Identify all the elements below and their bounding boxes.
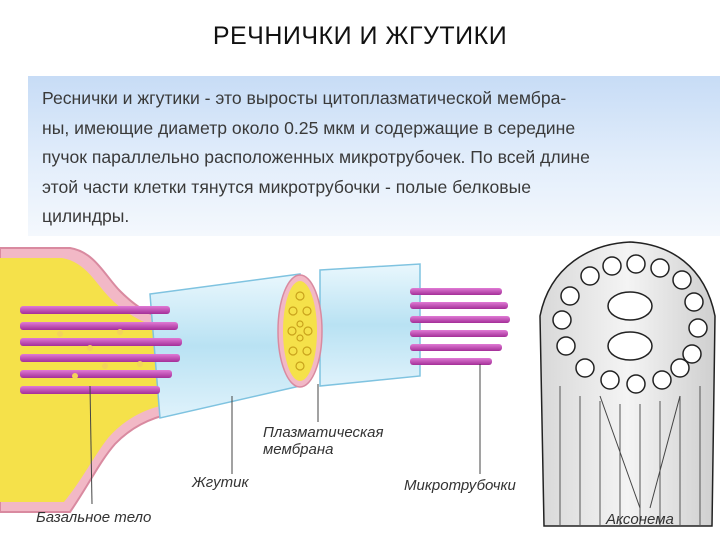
label-flagellum: Жгутик (192, 474, 249, 491)
axoneme-illustration (539, 241, 716, 527)
flagellum-illustration (0, 241, 716, 527)
label-axoneme: Аксонема (606, 511, 674, 528)
description-text: Реснички и жгутики - это выросты цитопла… (42, 84, 702, 232)
description-line: пучок параллельно расположенных микротру… (42, 147, 590, 167)
cross-section (277, 274, 323, 388)
slide-title: РЕЧНИЧКИ И ЖГУТИКИ (212, 22, 508, 50)
leader-lines (89, 364, 681, 509)
label-plasma-membrane-line1: Плазматическая (263, 424, 384, 441)
label-basal-body: Базальное тело (36, 509, 152, 526)
label-microtubules: Микротрубочки (404, 477, 516, 494)
description-line: Реснички и жгутики - это выросты цитопла… (42, 88, 567, 108)
description-box: Реснички и жгутики - это выросты цитопла… (28, 76, 720, 236)
description-line: этой части клетки тянутся микротрубочки … (42, 176, 532, 197)
label-plasma-membrane-line2: мембрана (263, 441, 334, 458)
description-line: ны, имеющие диаметр около 0.25 мкм и сод… (42, 117, 576, 138)
description-line: цилиндры. (42, 206, 130, 226)
cell-body (0, 247, 171, 513)
label-plasma-membrane: Плазматическая мембрана (263, 424, 383, 458)
